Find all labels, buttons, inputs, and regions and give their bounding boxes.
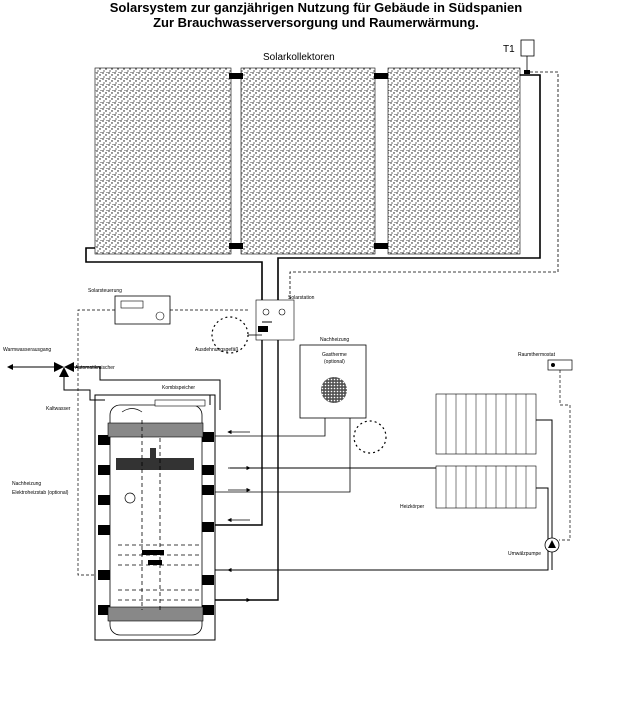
solar-controller [77, 295, 250, 576]
label-kaltwasser: Kaltwasser [46, 406, 71, 412]
collector-panel-1 [94, 67, 232, 255]
room-thermostat [547, 359, 573, 541]
label-gastherme-optional: (optional) [324, 359, 345, 365]
label-elektroheizstab: Elektroheizstab (optional) [12, 490, 69, 496]
label-umwaelzpumpe: Umwälzpumpe [508, 551, 542, 557]
automatic-mixer [54, 362, 74, 377]
label-nachheizung-top: Nachheizung [320, 337, 350, 343]
diagram-title-line1: Solarsystem zur ganzjährigen Nutzung für… [109, 0, 523, 15]
sensor-t1 [520, 39, 535, 74]
label-t1: T1 [503, 44, 515, 55]
circulation-pump [544, 537, 560, 553]
label-kombispeicher: Kombispeicher [162, 385, 196, 391]
label-solarsteuerung: Solarsteuerung [88, 288, 122, 294]
label-gastherme: Gastherme [322, 352, 347, 358]
label-raumthermostat: Raumthermostat [518, 352, 555, 358]
boiler-expansion-vessel [353, 420, 387, 454]
label-automatikmischer: Automatikmischer [75, 365, 115, 371]
combi-storage-tank [94, 394, 216, 641]
label-solarstation: Solarstation [288, 295, 315, 301]
expansion-vessel [211, 316, 262, 354]
solar-collectors [94, 67, 521, 255]
gas-boiler [215, 344, 367, 493]
label-heizkoerper: Heizkörper [400, 504, 425, 510]
label-nachheizung-left: Nachheizung [12, 481, 42, 487]
label-warmwasserausgang: Warmwasserausgang [3, 347, 52, 353]
collector-panel-3 [387, 67, 521, 255]
radiators [435, 393, 537, 509]
solar-circuit-pipes [85, 71, 559, 300]
label-solarkollektoren: Solarkollektoren [263, 52, 335, 63]
collector-panel-2 [240, 67, 376, 255]
solar-station [255, 299, 295, 341]
diagram-title-line2: Zur Brauchwasserversorgung und Raumerwär… [153, 15, 479, 30]
label-ausdehnungsgefaess: Ausdehnungsgefäß [195, 347, 239, 353]
